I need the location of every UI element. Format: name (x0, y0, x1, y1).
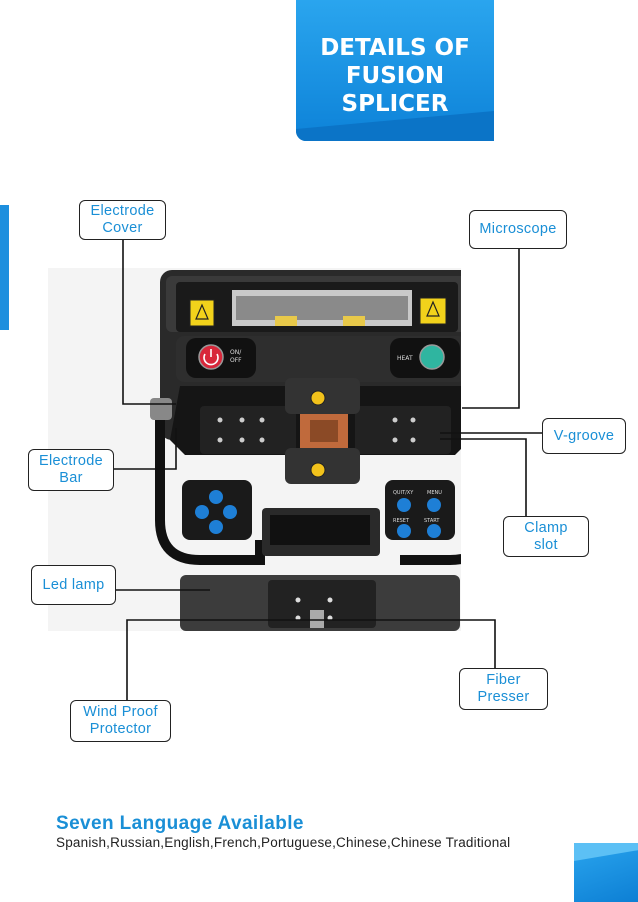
title-banner: DETAILS OF FUSION SPLICER (296, 0, 494, 141)
callout-fiber-presser: Fiber Presser (459, 668, 548, 710)
callout-clamp-slot: Clamp slot (503, 516, 589, 557)
callout-electrode-bar: Electrode Bar (28, 449, 114, 491)
svg-text:START: START (424, 518, 440, 524)
callout-led-lamp: Led lamp (31, 565, 116, 605)
corner-accent-tab (574, 843, 638, 902)
svg-text:QUIT/XY: QUIT/XY (393, 490, 414, 496)
page-title: DETAILS OF FUSION SPLICER (320, 35, 470, 117)
fusion-splicer-photo: ON/ OFF HEAT QUIT/XY MENU (48, 268, 461, 631)
svg-text:RESET: RESET (393, 518, 410, 524)
callout-electrode-cover: Electrode Cover (79, 200, 166, 240)
callout-wind-proof-protector: Wind Proof Protector (70, 700, 171, 742)
languages-heading: Seven Language Available (56, 813, 304, 834)
callout-microscope: Microscope (469, 210, 567, 249)
svg-text:ON/: ON/ (230, 349, 242, 356)
languages-list: Spanish,Russian,English,French,Portugues… (56, 835, 511, 850)
side-accent-tab (0, 205, 9, 330)
svg-text:HEAT: HEAT (397, 355, 413, 362)
svg-text:MENU: MENU (427, 490, 442, 496)
callout-v-groove: V-groove (542, 418, 626, 454)
fusion-splicer-illustration: ON/ OFF HEAT QUIT/XY MENU (150, 270, 461, 631)
svg-text:OFF: OFF (230, 357, 242, 364)
